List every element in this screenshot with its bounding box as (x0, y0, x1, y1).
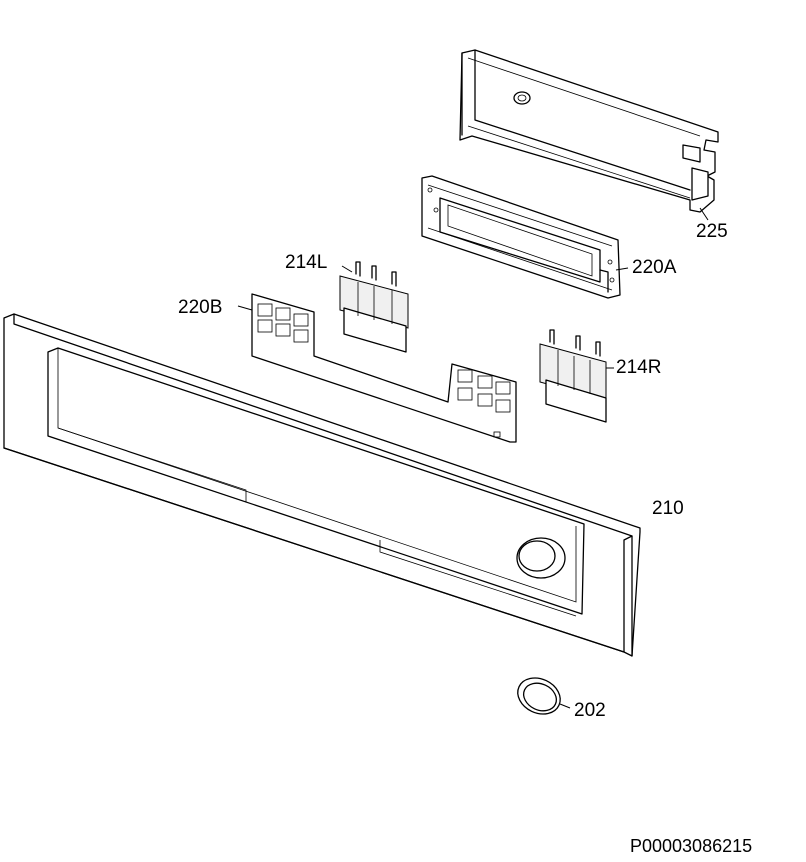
leader-214L (341, 265, 353, 273)
part-220A-display-board[interactable] (421, 175, 621, 299)
part-220B-sensor-board[interactable] (251, 293, 517, 443)
leader-202 (559, 703, 571, 709)
label-220A: 220A (632, 257, 677, 278)
label-220B: 220B (178, 297, 222, 318)
label-210: 210 (652, 498, 684, 519)
part-202-ring[interactable] (512, 671, 566, 720)
part-225-cover[interactable] (459, 49, 719, 213)
knob-opening (516, 537, 566, 579)
sensor-pad-group-left (257, 303, 309, 343)
leader-220B (237, 305, 253, 311)
drawing-code: P00003086215 (630, 836, 752, 856)
part-214L-button-block[interactable] (339, 261, 409, 353)
label-214L: 214L (285, 252, 327, 273)
label-225: 225 (696, 221, 728, 242)
leader-225 (699, 207, 709, 221)
label-214R: 214R (616, 357, 661, 378)
part-210-control-panel[interactable] (3, 313, 641, 657)
part-214R-button-block[interactable] (539, 329, 607, 423)
label-202: 202 (574, 700, 606, 721)
leader-220A (615, 267, 629, 271)
sensor-pad-group-right (457, 369, 511, 413)
